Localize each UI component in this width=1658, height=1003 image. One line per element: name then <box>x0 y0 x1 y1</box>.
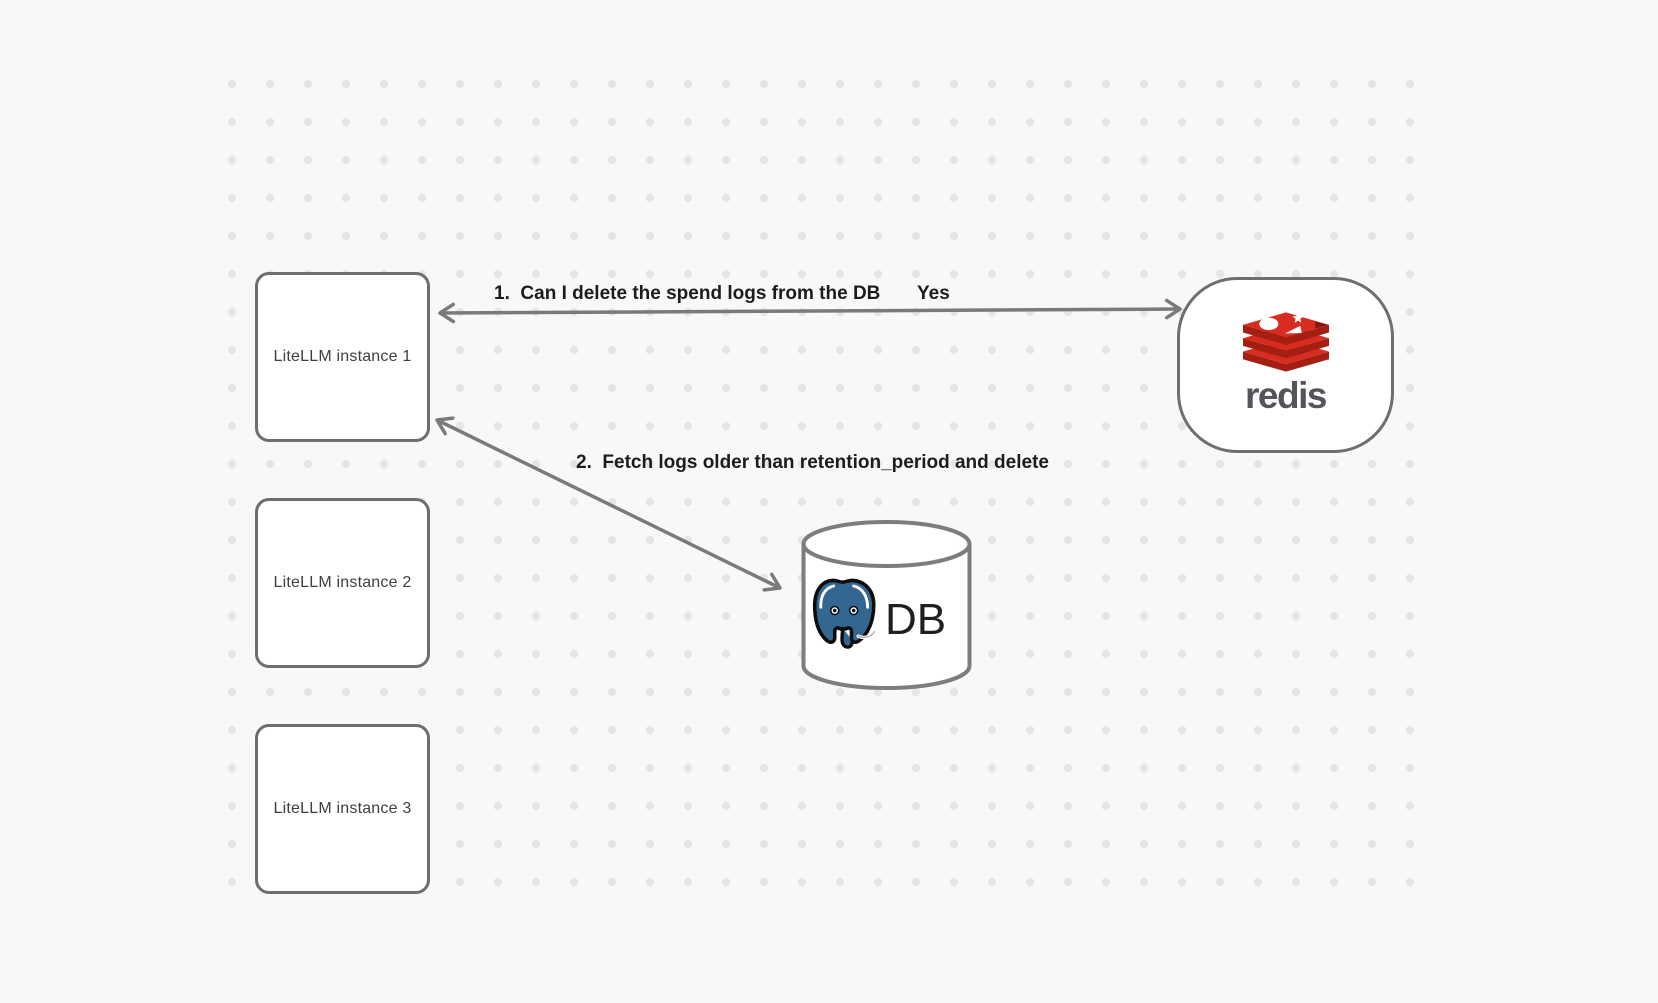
node-litellm-instance-1[interactable]: LiteLLM instance 1 <box>255 272 430 442</box>
node-database[interactable]: DB <box>800 518 973 694</box>
node-litellm-instance-3-label: LiteLLM instance 3 <box>273 800 412 817</box>
edge1-label[interactable]: 1. Can I delete the spend logs from the … <box>494 283 881 304</box>
db-label: DB <box>885 595 947 644</box>
postgresql-elephant-icon <box>812 578 876 649</box>
redis-wordmark: redis <box>1245 375 1327 416</box>
node-litellm-instance-3[interactable]: LiteLLM instance 3 <box>255 724 430 894</box>
node-redis[interactable]: redis <box>1177 277 1394 453</box>
node-litellm-instance-2[interactable]: LiteLLM instance 2 <box>255 498 430 668</box>
node-litellm-instance-1-label: LiteLLM instance 1 <box>273 348 412 365</box>
redis-stack-logo-icon <box>1242 312 1329 372</box>
edge2-label[interactable]: 2. Fetch logs older than retention_perio… <box>576 452 1049 473</box>
edge1-response-label[interactable]: Yes <box>917 283 950 304</box>
node-litellm-instance-2-label: LiteLLM instance 2 <box>273 574 412 591</box>
